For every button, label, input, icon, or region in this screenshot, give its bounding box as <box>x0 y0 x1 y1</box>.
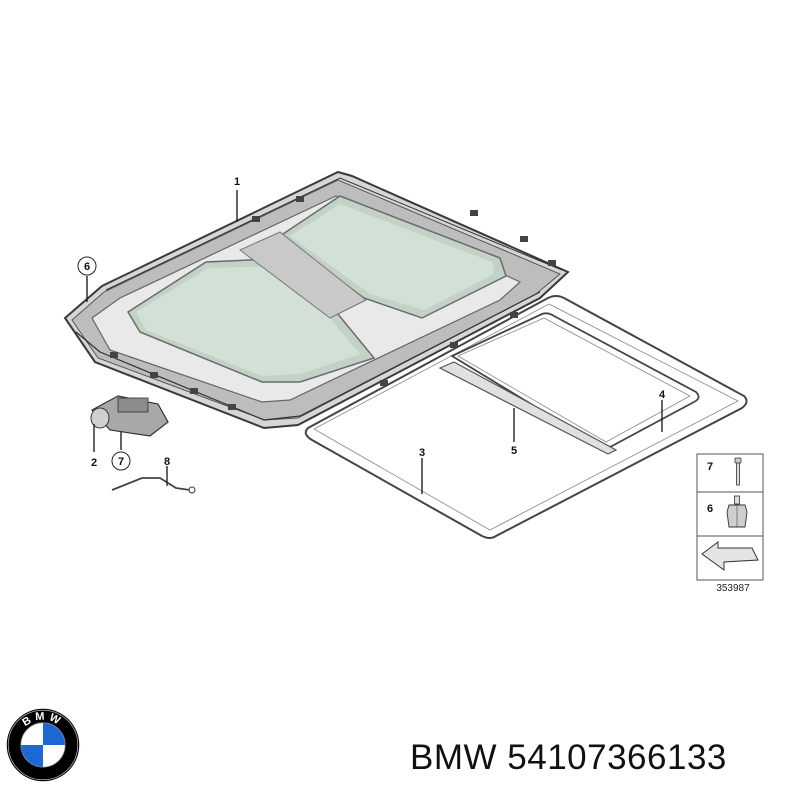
callout-1: 1 <box>234 176 240 188</box>
outer-seal <box>304 295 748 539</box>
bolt-icon <box>734 457 742 486</box>
callout-7: 7 <box>118 456 124 468</box>
brand-part-number: BMW 54107366133 <box>410 738 727 777</box>
callout-7-circle <box>111 451 131 471</box>
callout-5: 5 <box>511 445 517 457</box>
callout-3: 3 <box>419 447 425 459</box>
leader-lines <box>86 190 663 494</box>
diagram-reference-number: 353987 <box>716 583 750 594</box>
sunroof-frame-assembly <box>63 170 570 430</box>
callout-6-circle <box>77 256 97 276</box>
callout-8: 8 <box>164 456 170 468</box>
legend-row-7-label: 7 <box>707 461 713 473</box>
callout-6: 6 <box>84 261 90 273</box>
callouts: 1 6 2 7 8 3 4 5 <box>77 176 666 471</box>
direction-arrow-icon <box>701 541 759 571</box>
bmw-logo: BMW <box>6 708 80 782</box>
trim-strip <box>438 361 618 455</box>
drive-motor <box>90 395 169 437</box>
legend-row-6-label: 6 <box>707 503 713 515</box>
fastener-legend: 7 6 353987 <box>696 453 764 594</box>
callout-2: 2 <box>91 457 97 469</box>
nut-icon <box>726 495 748 528</box>
drain-cable <box>111 477 191 491</box>
callout-4: 4 <box>659 389 666 401</box>
